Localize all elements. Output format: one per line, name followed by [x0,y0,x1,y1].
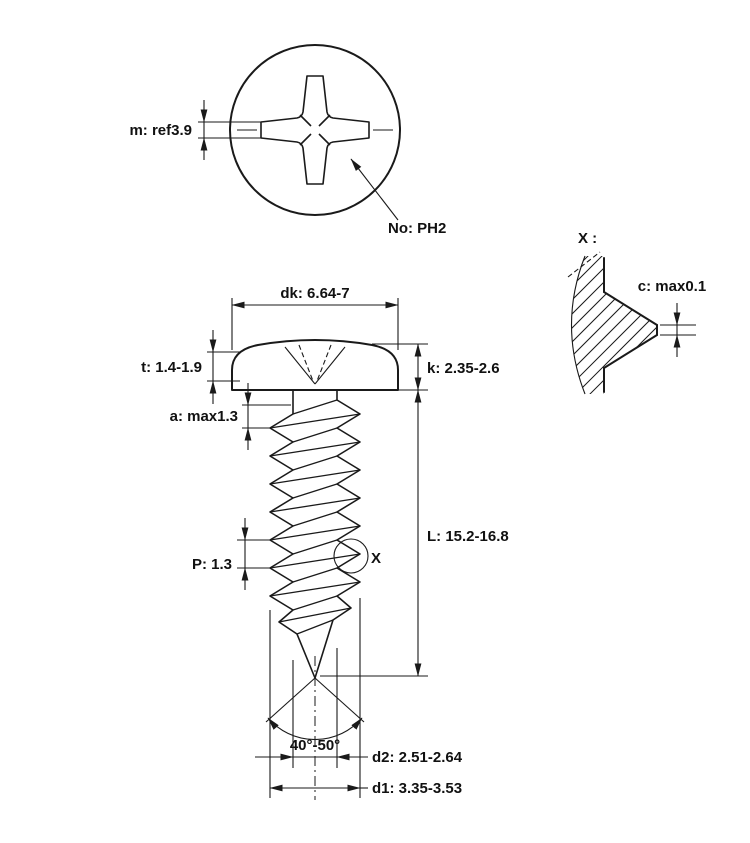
t-label: t: 1.4-1.9 [141,359,202,376]
recess-section [284,344,346,385]
detail-view-title: X : [578,230,597,247]
p-label: P: 1.3 [192,556,232,573]
no-ph2-leader: No: PH2 [350,158,446,237]
l-label: L: 15.2-16.8 [427,528,509,545]
m-label: m: ref3.9 [129,122,192,139]
dk-dimension: dk: 6.64-7 [231,285,399,350]
k-label: k: 2.35-2.6 [427,360,500,377]
c-dimension: c: max0.1 [638,278,706,357]
m-dimension: m: ref3.9 [129,100,261,160]
detail-view-x: X : c: max0.1 [567,230,706,395]
p-dimension: P: 1.3 [192,518,270,590]
detail-break-arc [571,255,586,395]
d1-label: d1: 3.35-3.53 [372,780,462,797]
d2-label: d2: 2.51-2.64 [372,749,463,766]
detail-x-ref-label: X [371,550,381,567]
recess-type-label: No: PH2 [388,220,446,237]
detail-break-dashed [567,251,601,278]
front-view: dk: 6.64-7 t: 1.4-1.9 k: 2.35-2.6 a: max… [141,285,509,800]
phillips-recess [260,75,370,185]
thread-root-lines [292,399,338,635]
pan-head [231,339,399,391]
a-label: a: max1.3 [170,408,238,425]
detail-x-circle [333,538,369,574]
top-view: m: ref3.9 No: PH2 [129,44,446,237]
a-dimension: a: max1.3 [170,383,291,450]
section-hatching [571,256,657,394]
d1-dimension: d1: 3.35-3.53 [269,598,462,798]
recess-inner-flanks [299,114,331,146]
head-circle [229,44,401,216]
l-dimension: L: 15.2-16.8 [320,389,509,677]
c-label: c: max0.1 [638,278,706,295]
thread-profile-outline [567,251,658,395]
d2-dimension: d2: 2.51-2.64 [255,648,463,768]
dk-label: dk: 6.64-7 [280,285,349,302]
thread-crest-lines [269,413,361,623]
t-dimension: t: 1.4-1.9 [141,330,240,404]
detail-x-callout: X [333,538,381,574]
k-dimension: k: 2.35-2.6 [372,343,500,391]
